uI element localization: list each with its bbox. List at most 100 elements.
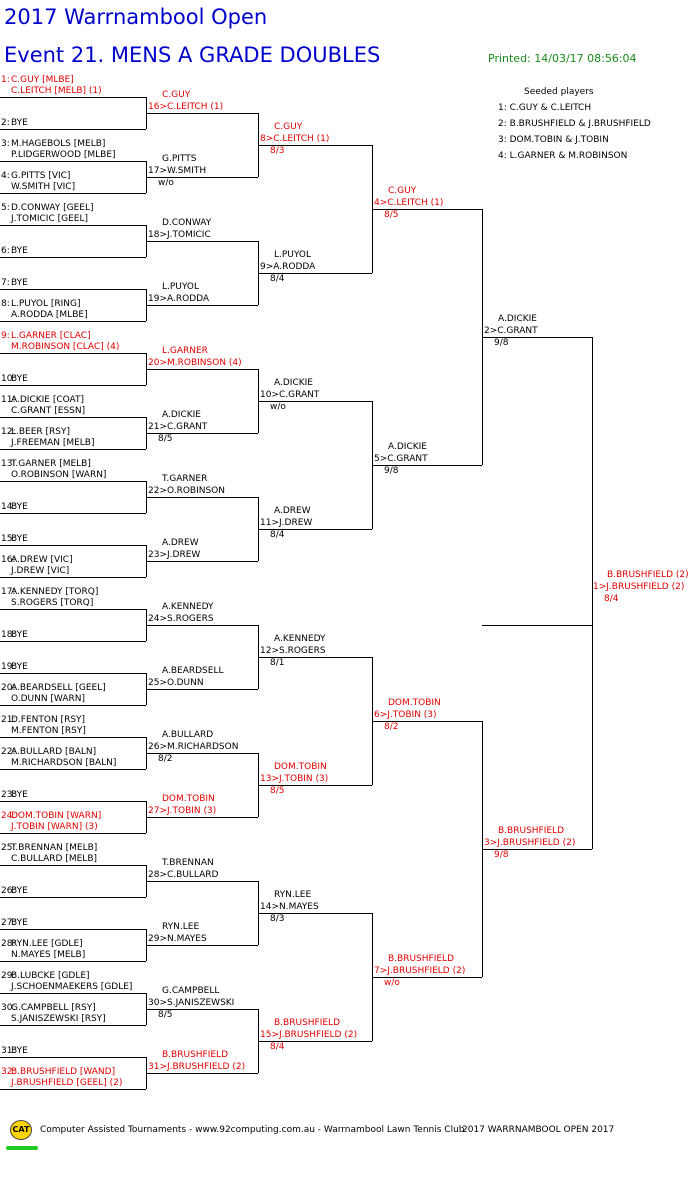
match-winner-partner: 21>C.GRANT	[148, 422, 208, 432]
bracket-line	[372, 977, 482, 978]
draw-line	[0, 1089, 146, 1090]
match-winner-partner: 2>C.GRANT	[484, 326, 538, 336]
footer-event: 2017 WARRNAMBOOL OPEN 2017	[462, 1125, 615, 1135]
match-score: 8/4	[604, 594, 619, 604]
match-score: 8/5	[270, 786, 285, 796]
match-winner: A.BEARDSELL	[162, 666, 224, 676]
bracket-line	[372, 209, 482, 210]
match-score: 8/5	[384, 210, 399, 220]
match-winner-partner: 22>O.ROBINSON	[148, 486, 226, 496]
bracket-line	[146, 817, 258, 818]
draw-entry-partner: M.ROBINSON [CLAC] (4)	[11, 342, 120, 352]
bracket-line	[258, 273, 372, 274]
match-winner-partner: 29>N.MAYES	[148, 934, 207, 944]
draw-entry-number: 15:	[1, 534, 16, 544]
draw-entry-partner: M.FENTON [RSY]	[11, 726, 86, 736]
draw-entry-number: 8:	[1, 299, 10, 309]
match-winner: DOM.TOBIN	[162, 794, 215, 804]
draw-entry-number: 31:	[1, 1046, 16, 1056]
match-score: 9/8	[494, 338, 509, 348]
match-winner: D.CONWAY	[162, 218, 212, 228]
match-winner-partner: 26>M.RICHARDSON	[148, 742, 239, 752]
match-winner: A.KENNEDY	[162, 602, 214, 612]
match-winner-partner: 13>J.TOBIN (3)	[260, 774, 329, 784]
draw-line	[0, 321, 146, 322]
draw-line	[0, 641, 146, 642]
match-score: 8/3	[270, 914, 285, 924]
draw-entry-player: G.CAMPBELL [RSY]	[11, 1003, 96, 1013]
bracket-line	[146, 945, 258, 946]
draw-entry-number: 17:	[1, 587, 16, 597]
match-score: 8/2	[384, 722, 399, 732]
match-winner-partner: 14>N.MAYES	[260, 902, 319, 912]
draw-line	[0, 481, 146, 482]
draw-entry-number: 18:	[1, 630, 16, 640]
bracket-line	[146, 433, 258, 434]
draw-entry-partner: C.BULLARD [MELB]	[11, 854, 98, 864]
draw-entry-partner: J.TOMICIC [GEEL]	[11, 214, 88, 224]
draw-line	[0, 993, 146, 994]
bracket-line	[258, 1041, 372, 1042]
bracket-line	[146, 113, 258, 114]
draw-line	[0, 705, 146, 706]
draw-line	[0, 737, 146, 738]
draw-line	[0, 97, 146, 98]
draw-line	[0, 385, 146, 386]
bracket-line	[258, 145, 372, 146]
draw-entry-number: 10:	[1, 374, 16, 384]
draw-entry-partner: C.GRANT [ESSN]	[11, 406, 86, 416]
draw-entry-player: BYE	[11, 278, 28, 288]
match-winner-partner: 20>M.ROBINSON (4)	[148, 358, 242, 368]
match-winner-partner: 5>C.GRANT	[374, 454, 428, 464]
match-winner-partner: 4>C.LEITCH (1)	[374, 198, 444, 208]
match-score: 8/5	[158, 434, 173, 444]
bracket-line	[146, 177, 258, 178]
draw-entry-partner: J.FREEMAN [MELB]	[11, 438, 95, 448]
draw-entry-number: 2:	[1, 118, 10, 128]
draw-line	[0, 193, 146, 194]
match-score: 8/3	[270, 146, 285, 156]
match-winner-partner: 16>C.LEITCH (1)	[148, 102, 224, 112]
draw-line	[0, 769, 146, 770]
draw-line	[0, 257, 146, 258]
draw-entry-player: T.GARNER [MELB]	[11, 459, 91, 469]
draw-entry-player: BYE	[11, 886, 28, 896]
draw-entry-number: 30:	[1, 1003, 16, 1013]
match-winner-partner: 11>J.DREW	[260, 518, 313, 528]
bracket-line	[482, 849, 592, 850]
bracket-line	[146, 241, 258, 242]
match-winner-partner: 3>J.BRUSHFIELD (2)	[484, 838, 576, 848]
bracket-line	[258, 785, 372, 786]
final-line	[482, 625, 592, 626]
draw-entry-player: BYE	[11, 502, 28, 512]
draw-entry-partner: N.MAYES [MELB]	[11, 950, 86, 960]
match-winner: A.DICKIE	[498, 314, 537, 324]
match-winner-partner: 24>S.ROGERS	[148, 614, 214, 624]
match-score: 8/4	[270, 274, 285, 284]
match-winner: C.GUY	[162, 90, 191, 100]
draw-entry-number: 3:	[1, 139, 10, 149]
match-winner-partner: 8>C.LEITCH (1)	[260, 134, 330, 144]
draw-entry-partner: J.SCHOENMAEKERS [GDLE]	[11, 982, 133, 992]
draw-entry-player: L.GARNER [CLAC]	[11, 331, 91, 341]
draw-entry-number: 27:	[1, 918, 16, 928]
draw-entry-player: RYN.LEE [GDLE]	[11, 939, 83, 949]
draw-entry-player: T.BRENNAN [MELB]	[11, 843, 98, 853]
draw-entry-partner: J.BRUSHFIELD [GEEL] (2)	[11, 1078, 123, 1088]
draw-line	[0, 961, 146, 962]
match-winner-partner: 31>J.BRUSHFIELD (2)	[148, 1062, 246, 1072]
match-winner: C.GUY	[388, 186, 417, 196]
match-winner: RYN.LEE	[274, 890, 312, 900]
draw-entry-player: B.LUBCKE [GDLE]	[11, 971, 90, 981]
draw-line	[0, 513, 146, 514]
match-score: 9/8	[494, 850, 509, 860]
draw-entry-number: 13:	[1, 459, 16, 469]
draw-entry-partner: C.LEITCH [MELB] (1)	[11, 86, 102, 96]
match-score: 8/4	[270, 1042, 285, 1052]
logo-underline	[6, 1146, 38, 1150]
draw-entry-number: 9:	[1, 331, 10, 341]
draw-entry-number: 1:	[1, 75, 10, 85]
match-winner: A.DICKIE	[388, 442, 427, 452]
draw-entry-number: 16:	[1, 555, 16, 565]
draw-entry-number: 12:	[1, 427, 16, 437]
